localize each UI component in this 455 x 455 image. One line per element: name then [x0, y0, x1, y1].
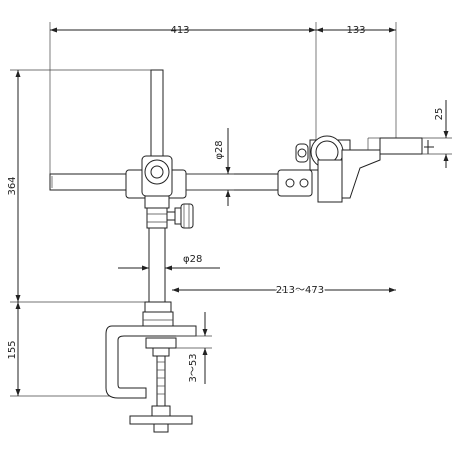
pole-diameter-dimension: φ28 — [118, 254, 220, 271]
head-height-dimension: 25 — [422, 100, 452, 168]
top-dimension-group: 413 133 — [49, 22, 397, 175]
lock-knob-icon — [166, 203, 194, 229]
arm-diameter-label: φ28 — [214, 140, 225, 159]
head-offset-label: 133 — [346, 25, 365, 36]
c-clamp-base — [105, 301, 197, 433]
reach-range-label: 213～473 — [276, 285, 324, 296]
clamp-range-dimension: 3～53 — [176, 312, 212, 384]
cross-clamp — [125, 155, 187, 229]
reach-range-dimension: 213～473 — [172, 284, 396, 298]
arm-length-label: 413 — [170, 25, 189, 36]
head-height-label: 25 — [434, 108, 445, 121]
left-dimension-group: 364 155 — [7, 69, 160, 397]
arm-end-clamp — [277, 169, 313, 197]
holder-head — [295, 135, 434, 203]
arm-diameter-dimension: φ28 — [186, 128, 234, 206]
total-height-label: 364 — [7, 176, 18, 195]
clamp-height-label: 155 — [7, 340, 18, 359]
pole-diameter-label: φ28 — [183, 254, 202, 265]
clamp-range-label: 3～53 — [188, 353, 199, 382]
